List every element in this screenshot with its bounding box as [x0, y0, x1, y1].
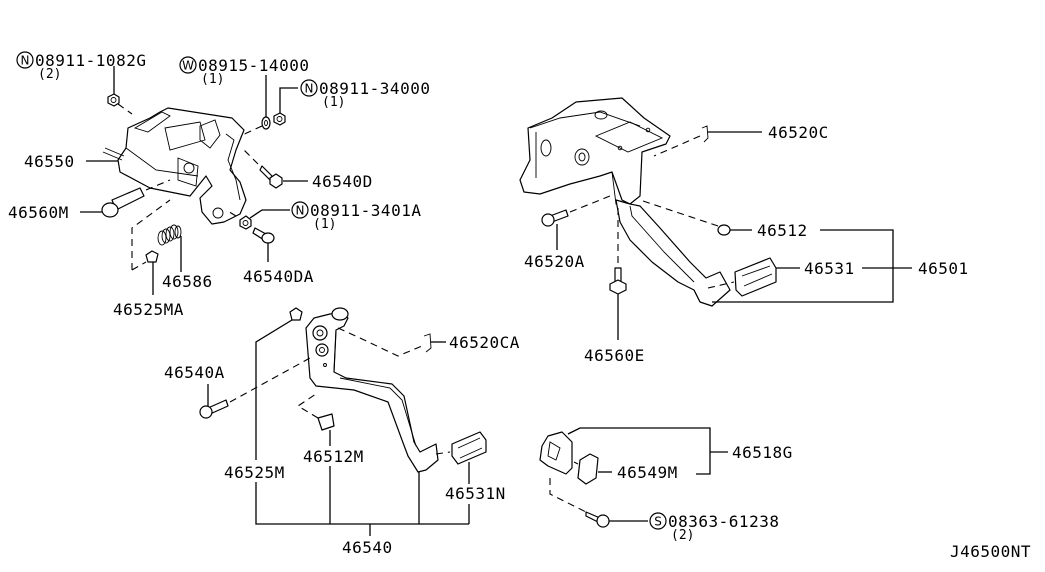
quantity: (2) [671, 528, 694, 543]
part-number: 08911-3401A [310, 201, 421, 220]
pad-46549M [573, 453, 612, 485]
pad-46531 [707, 257, 893, 297]
quantity: (1) [322, 95, 345, 110]
nut-08911-3401A [225, 209, 290, 230]
label-46531: 46531 [804, 259, 855, 278]
diagram-code: J46500NT [950, 542, 1031, 561]
part-number: 08915-14000 [198, 56, 309, 75]
stopper-46512M [296, 393, 335, 524]
switch-46518G [539, 427, 728, 475]
label-46520CA: 46520CA [449, 333, 520, 352]
screw-08363-61238 [549, 478, 648, 528]
bolt-46540DA [252, 227, 275, 262]
callout-prefix: N [305, 82, 314, 96]
label-46540DA: 46540DA [243, 267, 314, 286]
clip-46525M [255, 307, 303, 460]
quantity: (2) [38, 67, 61, 82]
label-46520A: 46520A [524, 252, 585, 271]
bolt-46540D [243, 149, 308, 189]
label-46540: 46540 [342, 538, 393, 557]
bolt-46520A [541, 195, 611, 250]
spring-46586 [157, 224, 182, 272]
callout-08911-3401A: N 08911-3401A (1) [291, 201, 421, 232]
label-46540D: 46540D [312, 172, 373, 191]
label-46512M: 46512M [303, 447, 364, 466]
washer-08915-14000 [261, 75, 271, 130]
pedal-assembly-46501 [519, 97, 731, 307]
callout-08915-14000: W 08915-14000 (1) [179, 56, 309, 87]
part-number: 08363-61238 [668, 512, 779, 531]
callout-prefix: S [654, 515, 662, 529]
label-46549M: 46549M [617, 463, 678, 482]
clip-46520C [653, 125, 762, 157]
bracket-46540 [255, 472, 469, 536]
callout-prefix: W [182, 59, 194, 73]
label-46501: 46501 [918, 259, 969, 278]
callout-08363-61238: S 08363-61238 (2) [649, 512, 779, 543]
callout-prefix: N [21, 54, 30, 68]
label-46540A: 46540A [164, 363, 225, 382]
label-46525MA: 46525MA [113, 300, 184, 319]
pedal-assembly-46540 [305, 307, 439, 473]
bolt-46560M [80, 179, 171, 218]
label-46525M: 46525M [224, 463, 285, 482]
label-46531N: 46531N [445, 484, 506, 503]
label-46586: 46586 [162, 272, 213, 291]
bolt-46560E [609, 267, 627, 340]
clip-46520CA [423, 333, 446, 353]
pedal-bracket-assembly [102, 107, 247, 225]
quantity: (1) [201, 72, 224, 87]
label-46518G: 46518G [732, 443, 793, 462]
part-number: 08911-1082G [35, 51, 146, 70]
nut-08911-34000 [239, 87, 298, 137]
label-46560M: 46560M [8, 203, 69, 222]
stopper-46512 [639, 199, 912, 303]
label-46520C: 46520C [768, 123, 829, 142]
label-46512: 46512 [757, 221, 808, 240]
label-46550: 46550 [24, 152, 75, 171]
nut-08911-1082G [107, 66, 133, 115]
callout-08911-34000: N 08911-34000 (1) [300, 79, 430, 110]
bolt-46540A [199, 357, 311, 419]
pad-46531N [435, 431, 487, 524]
quantity: (1) [313, 217, 336, 232]
callout-prefix: N [296, 204, 305, 218]
clip-46525MA [131, 199, 171, 295]
part-number: 08911-34000 [319, 79, 430, 98]
label-46560E: 46560E [584, 346, 645, 365]
callout-08911-1082G: N 08911-1082G (2) [16, 51, 146, 82]
